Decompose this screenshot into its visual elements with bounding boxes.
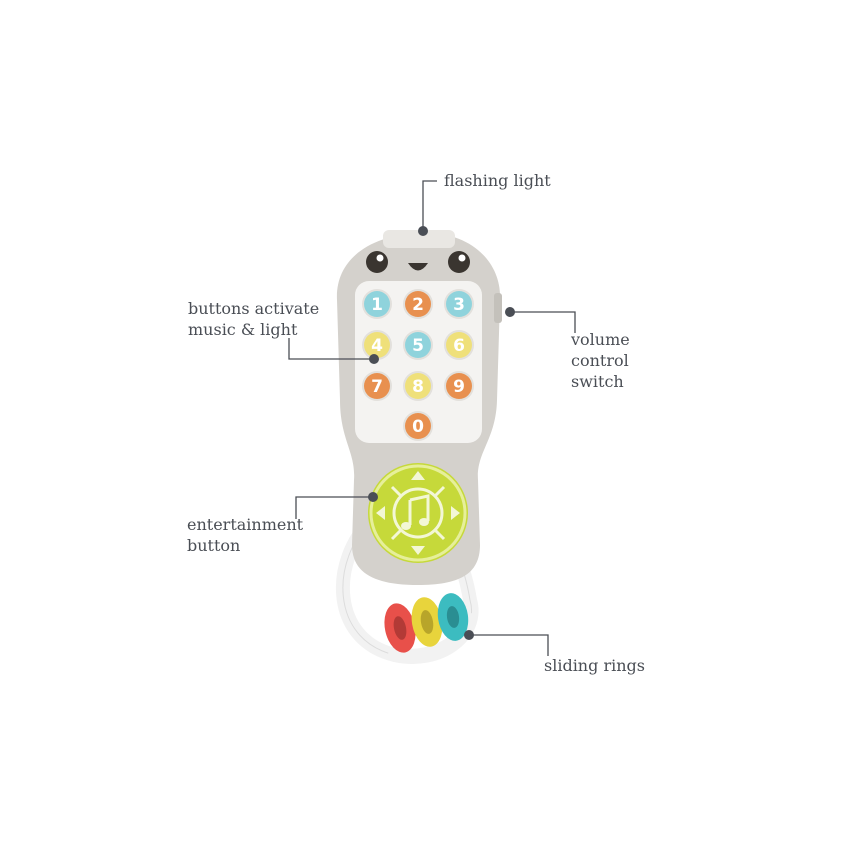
keypad-digit: 8 — [412, 377, 424, 397]
label-volume-line2: control — [571, 351, 629, 370]
keypad-button[interactable]: 8 — [403, 371, 433, 401]
keypad-digit: 0 — [412, 417, 424, 437]
smile — [408, 263, 428, 271]
leader-entertainment — [295, 496, 373, 519]
flashing-light — [383, 230, 455, 248]
arrow-down-icon — [411, 546, 425, 555]
leader-buttons — [288, 338, 374, 360]
keypad-digit: 2 — [412, 295, 424, 315]
dot-entertainment — [368, 492, 378, 502]
keypad-button[interactable]: 3 — [444, 289, 474, 319]
left-eye — [366, 251, 388, 273]
leader-sliding-rings — [469, 634, 549, 656]
volume-switch[interactable] — [494, 293, 502, 323]
dot-sliding-rings — [464, 630, 474, 640]
keypad-digit: 7 — [371, 377, 383, 397]
keypad-button[interactable]: 1 — [362, 289, 392, 319]
keypad-button[interactable]: 6 — [444, 330, 474, 360]
keypad-digit: 4 — [371, 336, 383, 356]
keypad-button[interactable]: 0 — [403, 411, 433, 441]
keypad-button[interactable]: 4 — [362, 330, 392, 360]
entertainment-button[interactable] — [368, 463, 468, 563]
arrow-left-icon — [376, 506, 385, 520]
arrow-up-icon — [411, 471, 425, 480]
dot-flashing-light — [418, 226, 428, 236]
keypad-panel — [355, 281, 482, 443]
keypad-digit: 5 — [412, 336, 424, 356]
label-volume-line3: switch — [571, 372, 624, 391]
label-entertainment-line2: button — [187, 536, 241, 555]
right-eye — [448, 251, 470, 273]
keypad: 1 2 3 4 5 6 7 8 9 0 — [362, 289, 474, 441]
arrow-right-icon — [451, 506, 460, 520]
keypad-digit: 3 — [453, 295, 465, 315]
keypad-button[interactable]: 5 — [403, 330, 433, 360]
leader-volume — [510, 311, 576, 333]
keypad-button[interactable]: 2 — [403, 289, 433, 319]
label-buttons-line2: music & light — [188, 320, 298, 339]
keypad-digit: 1 — [371, 295, 383, 315]
label-entertainment-line1: entertainment — [187, 515, 304, 534]
label-flashing-light: flashing light — [444, 171, 551, 190]
label-volume-line1: volume — [571, 330, 630, 349]
keypad-digit: 9 — [453, 377, 465, 397]
sliding-rings[interactable] — [380, 591, 471, 655]
leader-flashing-light — [422, 180, 437, 231]
keypad-digit: 6 — [453, 336, 465, 356]
dot-volume — [505, 307, 515, 317]
keypad-button[interactable]: 9 — [444, 371, 474, 401]
dot-buttons — [369, 354, 379, 364]
keypad-button[interactable]: 7 — [362, 371, 392, 401]
label-buttons-line1: buttons activate — [188, 299, 320, 318]
music-note-icon — [401, 494, 430, 530]
label-sliding-rings: sliding rings — [544, 656, 645, 675]
